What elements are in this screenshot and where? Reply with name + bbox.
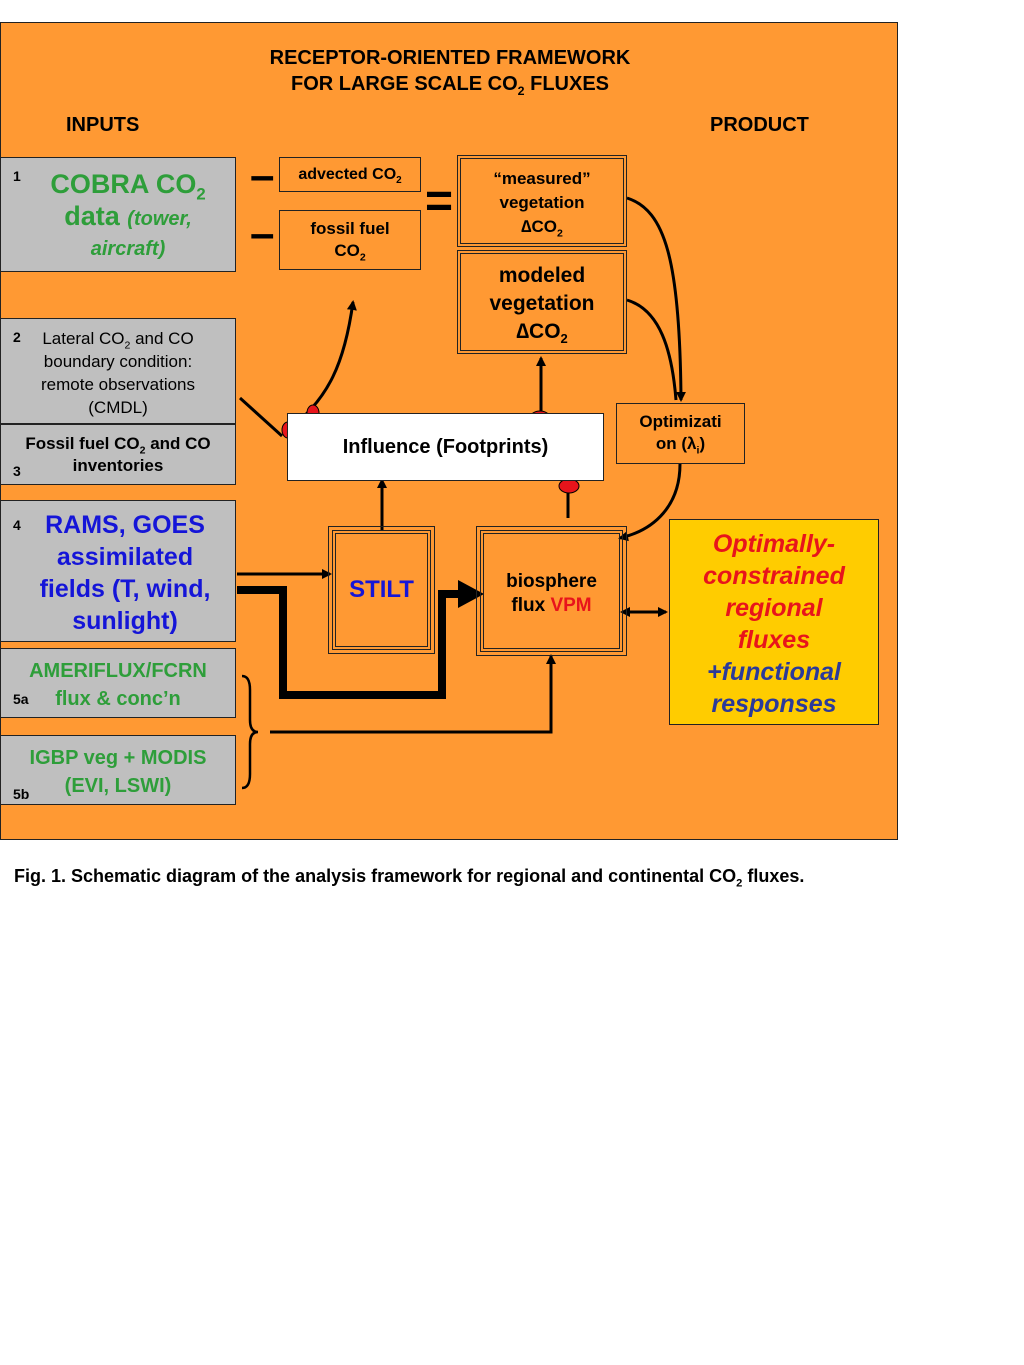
equals-symbol: = bbox=[425, 175, 454, 228]
input-lateral-text: Lateral CO2 and CO boundary condition: r… bbox=[40, 329, 196, 417]
minus-symbol-1: – bbox=[250, 151, 275, 200]
node-stilt: STILT bbox=[328, 526, 435, 654]
brace-5a-5b bbox=[241, 674, 259, 790]
input-fossil-inventories-box: Fossil fuel CO2 and CO inventories 3 bbox=[0, 424, 236, 485]
input-ameriflux-box: AMERIFLUX/FCRN flux & conc’n 5a bbox=[0, 648, 236, 718]
node-advected-co2: advected CO2 bbox=[279, 157, 421, 192]
arrow-optimization-to-biosphere bbox=[618, 463, 682, 542]
diagram-title: RECEPTOR-ORIENTED FRAMEWORK FOR LARGE SC… bbox=[269, 47, 631, 98]
input-fossil-inventories-text: Fossil fuel CO2 and CO inventories bbox=[25, 434, 211, 475]
input-igbp-box: IGBP veg + MODIS (EVI, LSWI) 5b bbox=[0, 735, 236, 805]
arrow-brace-to-biosphere bbox=[270, 654, 556, 734]
arrow-measured-to-optimization bbox=[626, 196, 686, 402]
arrowhead-biosphere bbox=[458, 580, 484, 608]
red-marker-4 bbox=[558, 478, 580, 494]
input-lateral-box: 2 Lateral CO2 and CO boundary condition:… bbox=[0, 318, 236, 424]
product-box: Optimally- constrained regional fluxes +… bbox=[669, 519, 879, 725]
figure-caption: Fig. 1. Schematic diagram of the analysi… bbox=[14, 866, 805, 890]
input-igbp-text: IGBP veg + MODIS (EVI, LSWI) bbox=[29, 747, 207, 797]
node-influence-footprints: Influence (Footprints) bbox=[287, 413, 604, 481]
node-biosphere-flux: biosphere flux VPM bbox=[476, 526, 627, 656]
arrow-rams-to-biosphere bbox=[237, 586, 470, 699]
node-fossil-fuel-co2: fossil fuel CO2 bbox=[279, 210, 421, 270]
product-header: PRODUCT bbox=[710, 114, 809, 136]
node-optimization: Optimizati on (λi) bbox=[616, 403, 745, 464]
input-rams-box: 4 RAMS, GOES assimilated fields (T, wind… bbox=[0, 500, 236, 642]
line-lateral-to-influence bbox=[238, 396, 284, 438]
input-cobra-box: 1 COBRA CO2 data (tower, aircraft) bbox=[0, 157, 236, 272]
input-cobra-text: COBRA CO2 data (tower, aircraft) bbox=[50, 169, 206, 260]
input-ameriflux-text: AMERIFLUX/FCRN flux & conc’n bbox=[29, 660, 207, 710]
minus-symbol-2: – bbox=[250, 209, 275, 258]
input-rams-text: RAMS, GOES assimilated fields (T, wind, … bbox=[39, 511, 211, 635]
arrow-modeled-to-optimization bbox=[626, 298, 678, 401]
inputs-header: INPUTS bbox=[66, 114, 140, 136]
node-measured-vegetation: “measured” vegetation ∆CO2 bbox=[457, 155, 627, 247]
node-modeled-vegetation: modeled vegetation ∆CO2 bbox=[457, 250, 627, 354]
